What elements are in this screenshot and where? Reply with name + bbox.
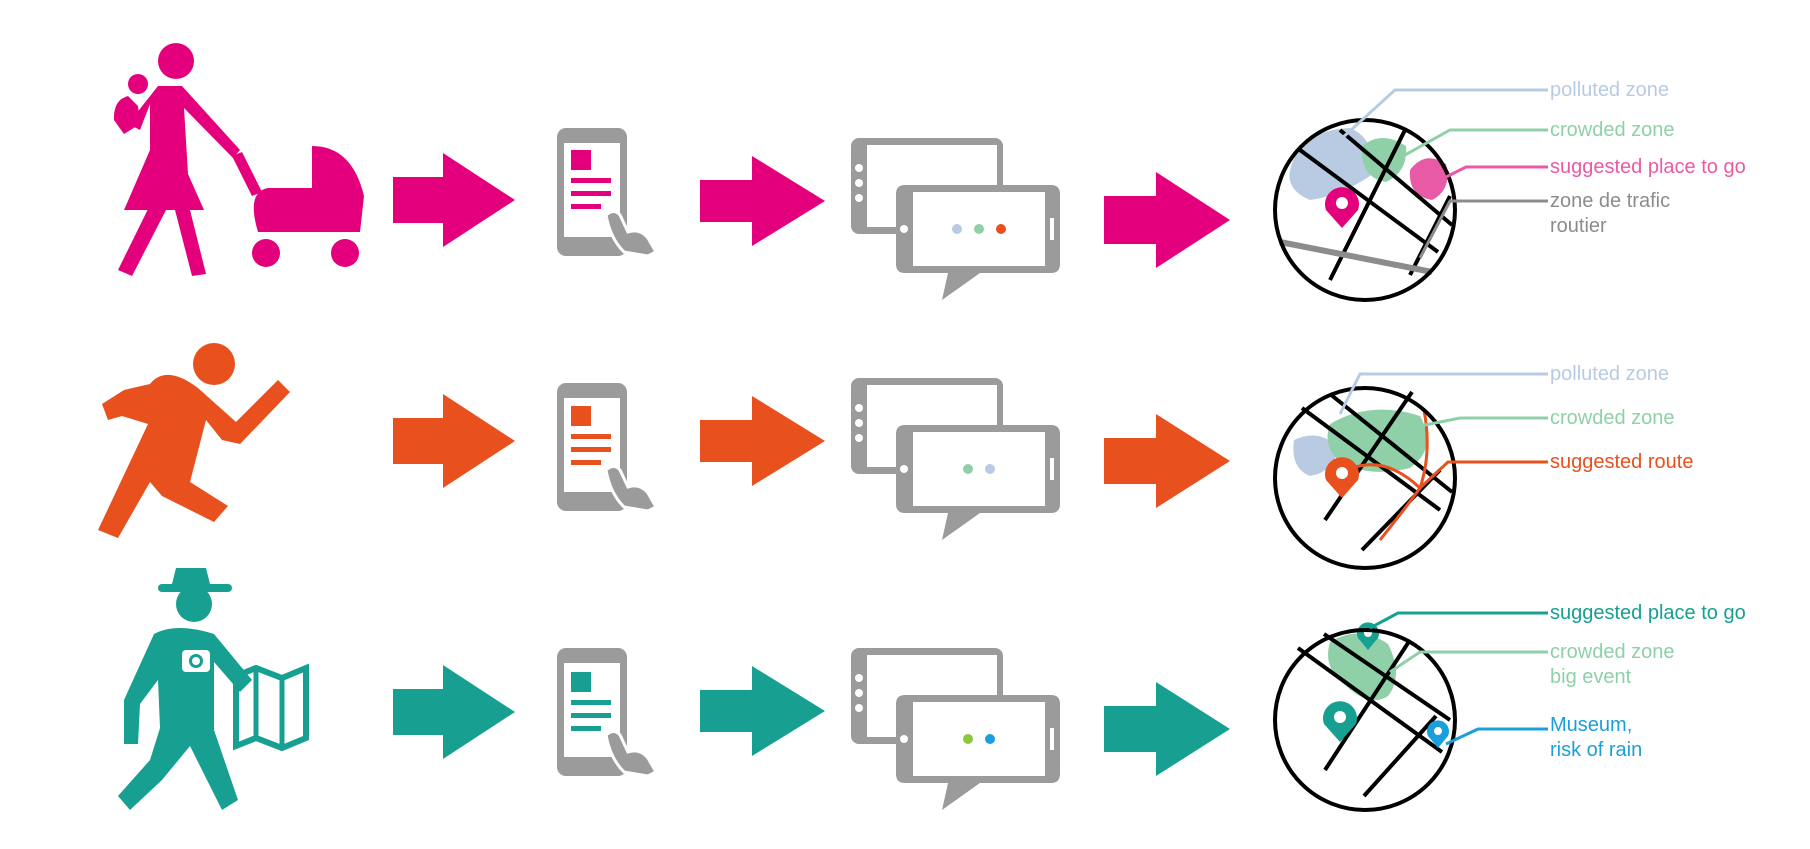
callout-label-risk-of-rain: risk of rain <box>1550 739 1643 761</box>
arrow-3-3 <box>1104 682 1230 776</box>
persona-woman-with-child-and-stroller-icon <box>113 43 364 276</box>
arrow-2-1 <box>393 394 515 488</box>
arrow-1-1 <box>393 153 515 247</box>
callout-label-big-event: big event <box>1550 666 1632 688</box>
callout-label-crowded-zone: crowded zone <box>1550 119 1675 141</box>
chat-dot <box>985 734 995 744</box>
chat-status-dots <box>963 464 995 474</box>
callout-lines-row3 <box>1369 611 1548 746</box>
persona-tourist-with-map-icon <box>118 568 309 810</box>
map-circle-row1 <box>1273 118 1457 302</box>
arrow-1-3 <box>1104 172 1230 268</box>
phone-tap-icon-row3 <box>557 648 659 778</box>
chat-status-dots <box>952 224 1006 234</box>
arrow-2-2 <box>700 396 825 486</box>
callout-lines-row1 <box>1338 88 1548 259</box>
chat-devices-icon-row3 <box>851 648 1060 810</box>
chat-devices-icon-row2 <box>851 378 1060 540</box>
phone-tap-icon-row2 <box>557 383 659 513</box>
callout-label-museum: Museum, <box>1550 714 1633 736</box>
map-circle-row3 <box>1273 622 1457 812</box>
chat-dot <box>963 734 973 744</box>
persona-runner-icon <box>98 343 290 538</box>
arrow-3-2 <box>700 666 825 756</box>
chat-devices-icon-row1 <box>851 138 1060 300</box>
chat-dot <box>963 464 973 474</box>
chat-dot <box>974 224 984 234</box>
callout-label-suggested-route: suggested route <box>1550 451 1694 473</box>
callout-label-crowded-zone: crowded zone <box>1550 641 1675 663</box>
arrow-2-3 <box>1104 414 1230 508</box>
chat-status-dots <box>963 734 995 744</box>
callout-label-crowded-zone: crowded zone <box>1550 407 1675 429</box>
chat-dot <box>952 224 962 234</box>
callout-label-polluted-zone: polluted zone <box>1550 79 1669 101</box>
chat-dot <box>985 464 995 474</box>
map-circle-row2 <box>1273 386 1457 570</box>
callout-label-polluted-zone: polluted zone <box>1550 363 1669 385</box>
callout-label-traffic-zone: zone de trafic <box>1550 190 1671 212</box>
arrow-3-1 <box>393 665 515 759</box>
arrow-1-2 <box>700 156 825 246</box>
callout-label-suggested-place: suggested place to go <box>1550 602 1746 624</box>
callout-lines-row2 <box>1338 372 1548 490</box>
callout-label-traffic-zone-line2: routier <box>1550 215 1607 237</box>
callout-label-suggested-place: suggested place to go <box>1550 156 1746 178</box>
phone-tap-icon-row1 <box>557 128 659 258</box>
chat-dot <box>996 224 1006 234</box>
